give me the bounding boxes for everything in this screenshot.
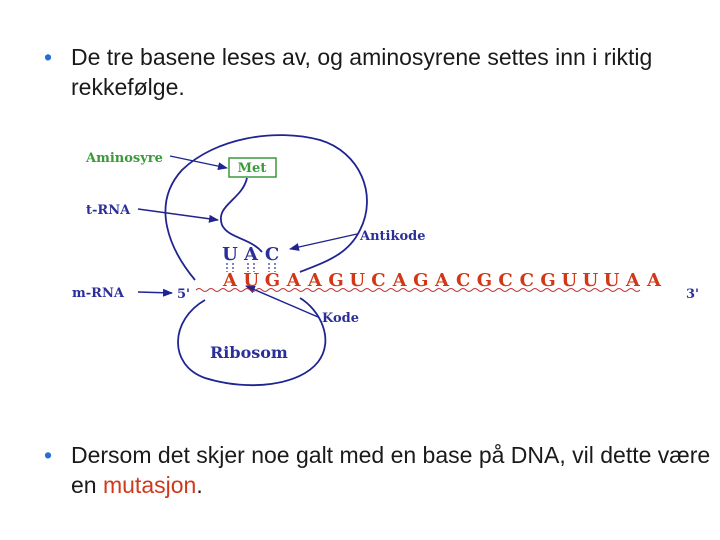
bullet-text: Dersom det skjer noe galt med en base på… — [71, 440, 711, 500]
anticodon-base: C — [265, 244, 279, 265]
mrna-strand — [195, 288, 641, 292]
mrna-base: C — [498, 270, 512, 291]
mutasjon-highlight: mutasjon — [102, 472, 197, 498]
ribosom-label: Ribosom — [210, 343, 288, 362]
three-prime-label: 3' — [686, 287, 699, 302]
mrna-base: G — [477, 270, 492, 291]
mrna-base: G — [265, 270, 280, 291]
mrna-base: A — [307, 270, 323, 291]
bullet-dot: • — [44, 442, 53, 468]
antikode-label: Antikode — [359, 229, 426, 244]
mrna-base: U — [243, 270, 259, 291]
ribosome-lower-subunit — [177, 297, 327, 387]
mrna-base: U — [604, 270, 620, 291]
met-label: Met — [238, 161, 267, 176]
mrna-base: A — [625, 270, 641, 291]
anticodon-base: A — [243, 244, 259, 265]
trna-strand — [219, 177, 263, 253]
five-prime-label: 5' — [177, 287, 190, 302]
antikode-arrow — [289, 233, 358, 251]
trna-arrow — [137, 208, 219, 223]
mrna-base: C — [520, 270, 534, 291]
mrna-base: A — [222, 270, 238, 291]
anticodon-base: U — [222, 244, 238, 265]
mrna-base: A — [286, 270, 302, 291]
mrna-base: C — [371, 270, 385, 291]
mrna-base: U — [561, 270, 577, 291]
bullet-text-end: . — [196, 472, 203, 498]
mrna-base: G — [328, 270, 343, 291]
base-pair-lines — [226, 263, 276, 272]
translation-diagram: Met Aminosyre t-RNA m-RNA Antikode Kode … — [72, 134, 699, 387]
mrna-base: G — [540, 270, 555, 291]
mrna-base: U — [349, 270, 365, 291]
mrna-label: m-RNA — [72, 286, 125, 301]
anticodon: U A C — [222, 244, 279, 265]
kode-label: Kode — [322, 311, 359, 326]
mrna-base: A — [392, 270, 408, 291]
mrna-base: G — [413, 270, 428, 291]
aminosyre-arrow — [169, 155, 228, 171]
mrna-base: A — [646, 270, 662, 291]
ribosome-upper-subunit — [164, 134, 368, 281]
met-box — [228, 157, 277, 178]
bullet-text-start: Dersom det skjer noe galt med en base på… — [71, 442, 711, 498]
mrna-base: A — [434, 270, 450, 291]
bullet-dot: • — [44, 44, 53, 70]
mrna-base: U — [583, 270, 599, 291]
mrna-arrow — [137, 288, 173, 297]
trna-label: t-RNA — [86, 203, 131, 218]
bullet-text: De tre basene leses av, og aminosyrene s… — [71, 44, 653, 100]
mrna-base: C — [456, 270, 470, 291]
kode-arrow — [245, 285, 319, 318]
aminosyre-label: Aminosyre — [85, 151, 163, 166]
